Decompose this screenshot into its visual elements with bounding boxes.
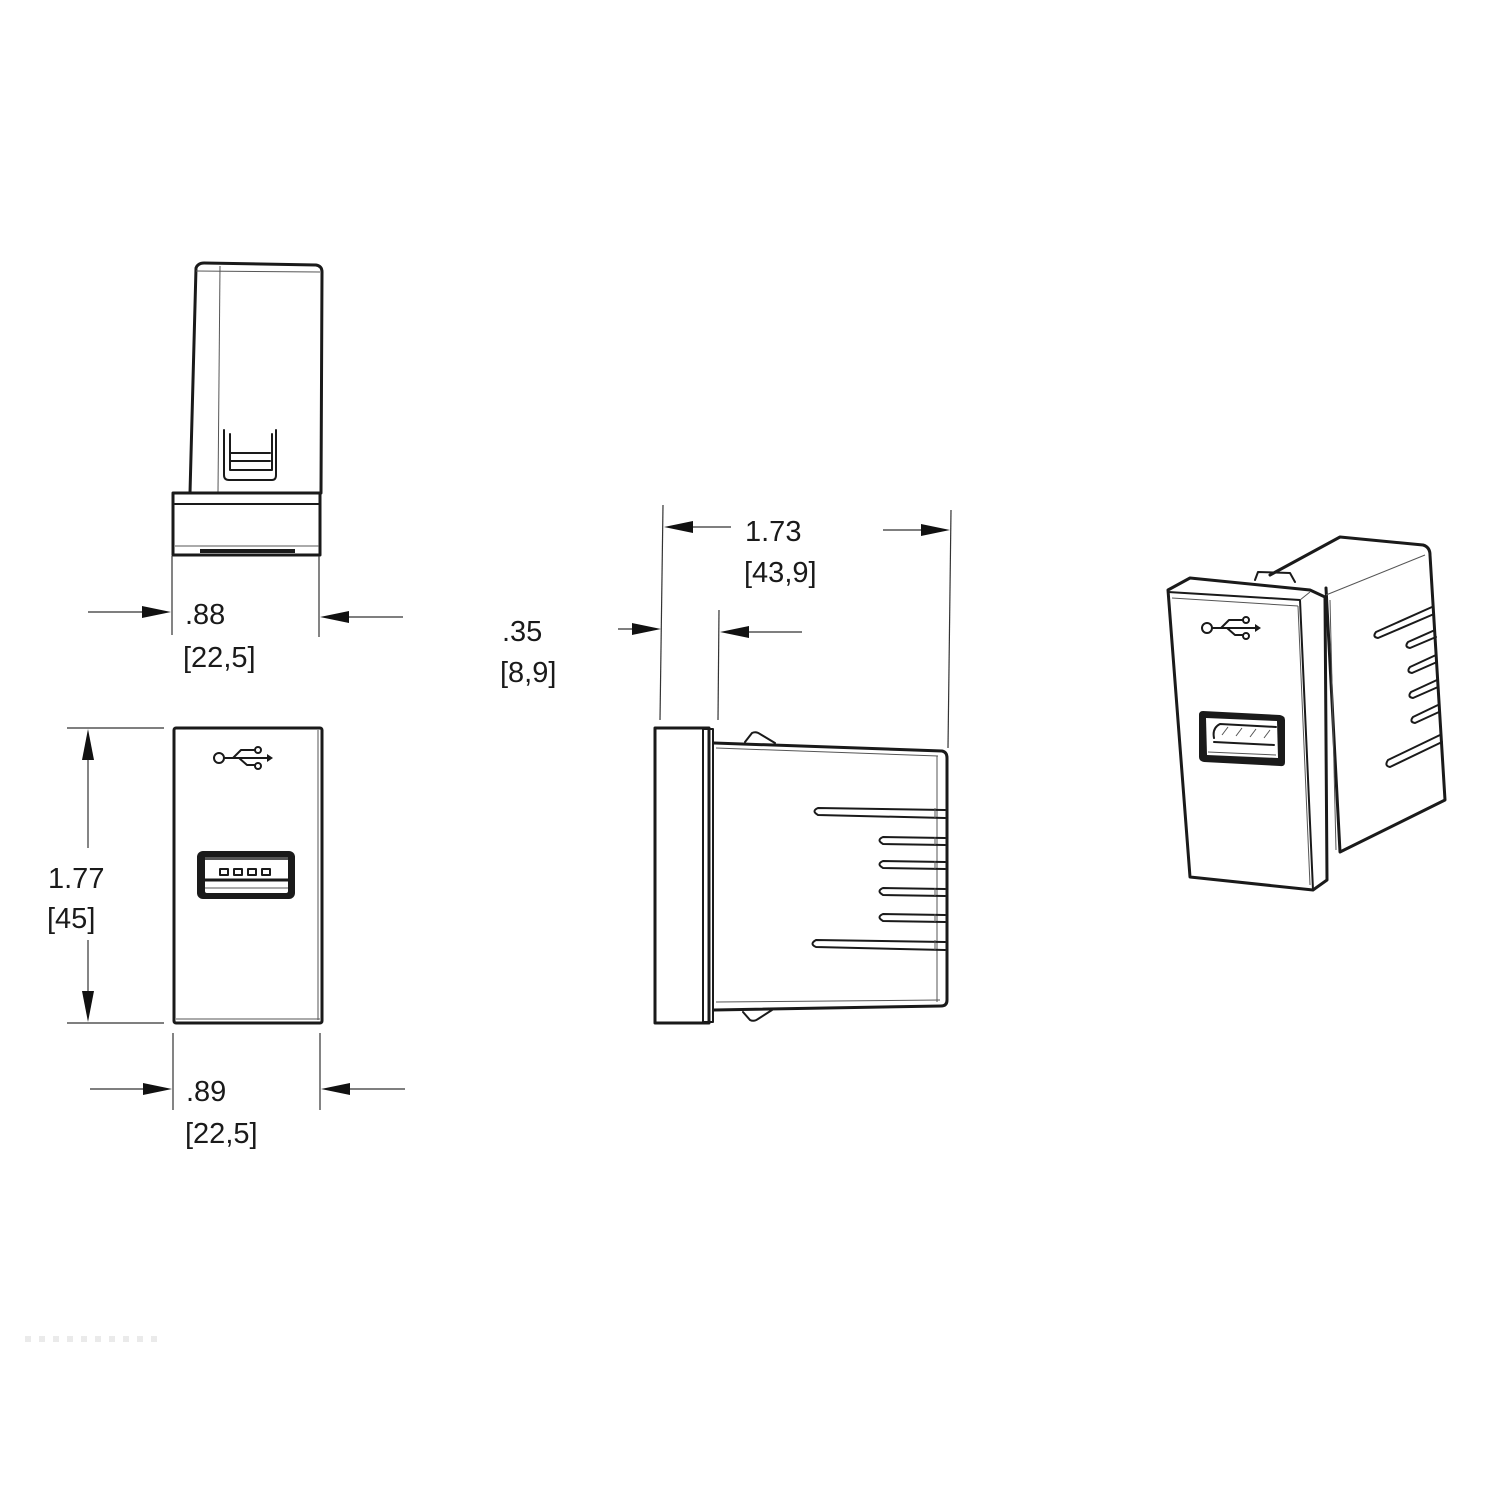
iso-view [1166,535,1447,892]
side-depth-mm: [43,9] [744,557,817,589]
usb-symbol-icon [213,746,274,770]
top-width-inches: .88 [185,599,225,631]
front-width-mm: [22,5] [185,1118,258,1150]
top-width-mm: [22,5] [183,642,256,674]
top-view: .88 [22,5] [88,261,403,674]
front-width-inches: .89 [186,1076,226,1108]
side-faceplate-mm: [8,9] [500,657,556,689]
faint-marks [25,1336,165,1342]
front-height-mm: [45] [47,903,95,935]
vent-slots [811,807,946,951]
side-depth-inches: 1.73 [745,516,801,548]
side-view: 1.73 [43,9] .35 [8,9] [500,504,952,1025]
iso-vent-slots [1373,606,1443,768]
side-faceplate-inches: .35 [502,616,542,648]
iso-usb-symbol-icon [1201,616,1262,640]
front-view: 1.77 [45] .89 [22,5] [47,726,405,1150]
usb-type-a-port [197,851,295,899]
latch-clip [223,429,277,481]
front-height-inches: 1.77 [48,863,104,895]
iso-usb-port [1199,711,1285,767]
